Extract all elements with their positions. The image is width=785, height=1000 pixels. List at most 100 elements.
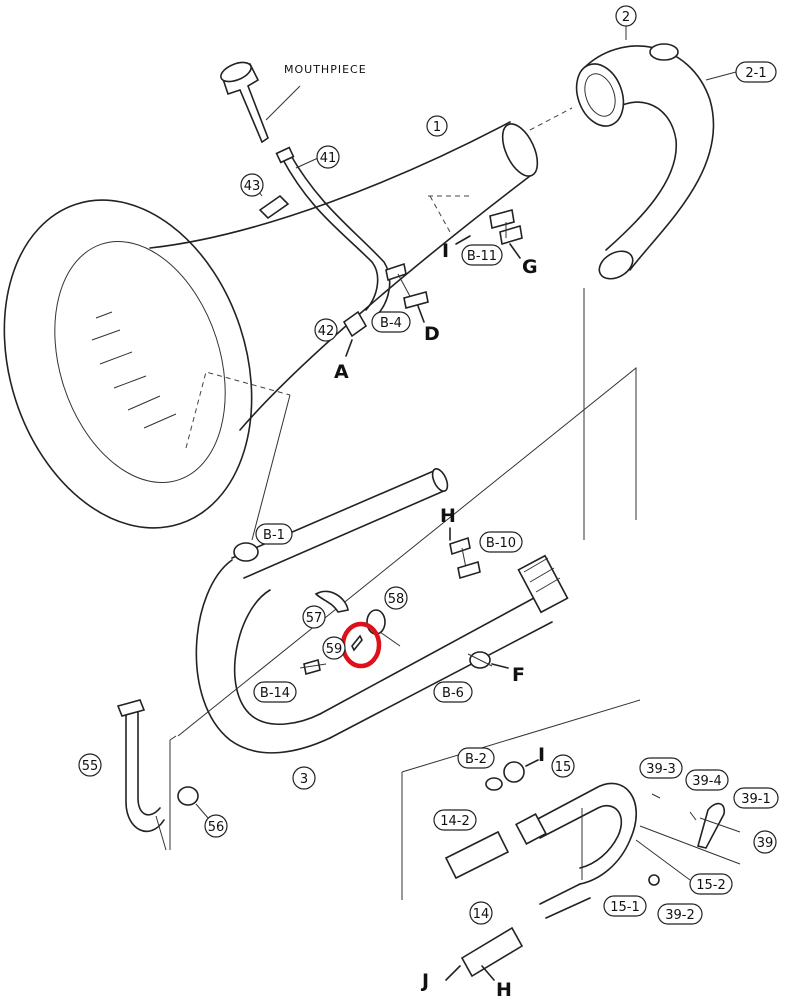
label-mouthpiece: MOUTHPIECE [284,63,367,76]
neck-bow-group [529,24,737,540]
label-58: 58 [388,592,405,607]
leader-2-1 [705,71,737,81]
bubble-b11 [461,244,503,266]
part-56 [177,786,199,806]
leadpipe-receiver [275,146,295,164]
label-b6: B-6 [442,686,464,701]
brace-b10-lower [457,560,481,580]
bubble-2 [615,5,637,27]
arrow-d-shaft [417,305,425,323]
slide-section [169,366,637,850]
label-39-3: 39-3 [646,762,676,777]
brace-b14-line [299,663,327,669]
connector-h-mid: H [440,505,456,527]
label-14: 14 [473,907,490,922]
bubble-3 [292,766,316,790]
tuning-frame [401,699,641,900]
connector-arrows [345,235,539,981]
label-2-1: 2-1 [745,66,766,81]
bell-guide-dash [185,371,291,449]
part-55-leader [155,815,167,851]
label-3: 3 [300,772,308,787]
connector-f: F [512,664,525,686]
tuning-slide-group [401,699,741,978]
bubble-43 [240,173,264,197]
bubble-b6 [433,681,473,703]
ferrule-42 [342,310,368,338]
brace-b11-upper [489,208,515,230]
bubble-58 [384,586,408,610]
connector-g: G [522,256,538,278]
tube-14 [460,926,524,978]
brace-b11-group [489,208,523,246]
bubble-39-3 [639,757,683,779]
label-39: 39 [757,836,774,851]
arrow-i-bottom-shaft [525,759,539,767]
tuning-bow-inner [539,805,623,869]
knob-b2 [503,761,525,783]
spring-39-4 [689,811,697,821]
bubble-b2 [457,747,495,769]
highlight-circle [340,621,382,669]
label-2: 2 [622,10,630,25]
label-59: 59 [326,642,343,657]
mouthpiece-leader [265,85,301,121]
bubble-39-4 [685,769,729,791]
bell-branch-end [501,123,539,177]
tuning-lower-tube [539,883,591,919]
neck-bow-inner [603,101,677,251]
waterkey-group [116,699,209,851]
bell-top-edge [149,121,511,249]
bubble-39-1 [733,787,779,809]
brace-43 [258,194,290,220]
waterkey-39-lever [697,802,726,849]
bubble-b10 [479,531,523,553]
bubble-b1 [255,523,293,545]
bell-shading [91,311,177,429]
slide-bow-inner [233,589,321,726]
label-41: 41 [320,151,337,166]
neck-bow-cap [649,43,679,61]
bubble-39-2 [657,903,703,925]
connector-h-bottom: H [496,979,512,1000]
bubble-56 [204,814,228,838]
label-39-2: 39-2 [665,908,695,923]
mouthpiece-cup [220,61,252,83]
label-b11: B-11 [467,249,497,264]
bubble-55 [78,753,102,777]
brace-b14 [303,658,321,676]
brace-b4-lower [403,291,429,309]
bubble-15-2 [689,873,733,895]
brace-b4-group [385,262,429,309]
tube-14-2 [444,830,510,880]
knob-b1 [233,542,259,562]
slide-bow-outer [195,559,331,754]
slide-inner-end [431,468,449,492]
label-b10: B-10 [486,536,516,551]
label-43: 43 [244,179,261,194]
leader-58 [379,631,401,647]
label-57: 57 [306,611,323,626]
mouthpiece-part [221,62,269,144]
bubble-15 [551,754,575,778]
frame-upper [177,366,637,737]
label-42: 42 [318,324,335,339]
label-56: 56 [208,820,225,835]
connector-d: D [424,323,440,345]
neck-bow-upper-end [575,63,625,127]
slide-thread-lines [523,557,561,593]
bubble-42 [314,318,338,342]
leader-56 [195,803,209,819]
bell-mouth [3,199,253,529]
label-15-1: 15-1 [610,900,640,915]
tuning-bow-outer [531,782,637,885]
guide-line-b1 [251,394,291,541]
frame-left [169,735,177,850]
connector-letters: A D G I H F I J H [334,240,545,1000]
brace-b4-upper [385,262,407,282]
slide-outer-tube [319,597,553,739]
pin-59 [351,634,363,652]
arrow-f-shaft [491,663,509,669]
bubble-41 [316,145,340,169]
bubble-14-2 [433,809,477,831]
